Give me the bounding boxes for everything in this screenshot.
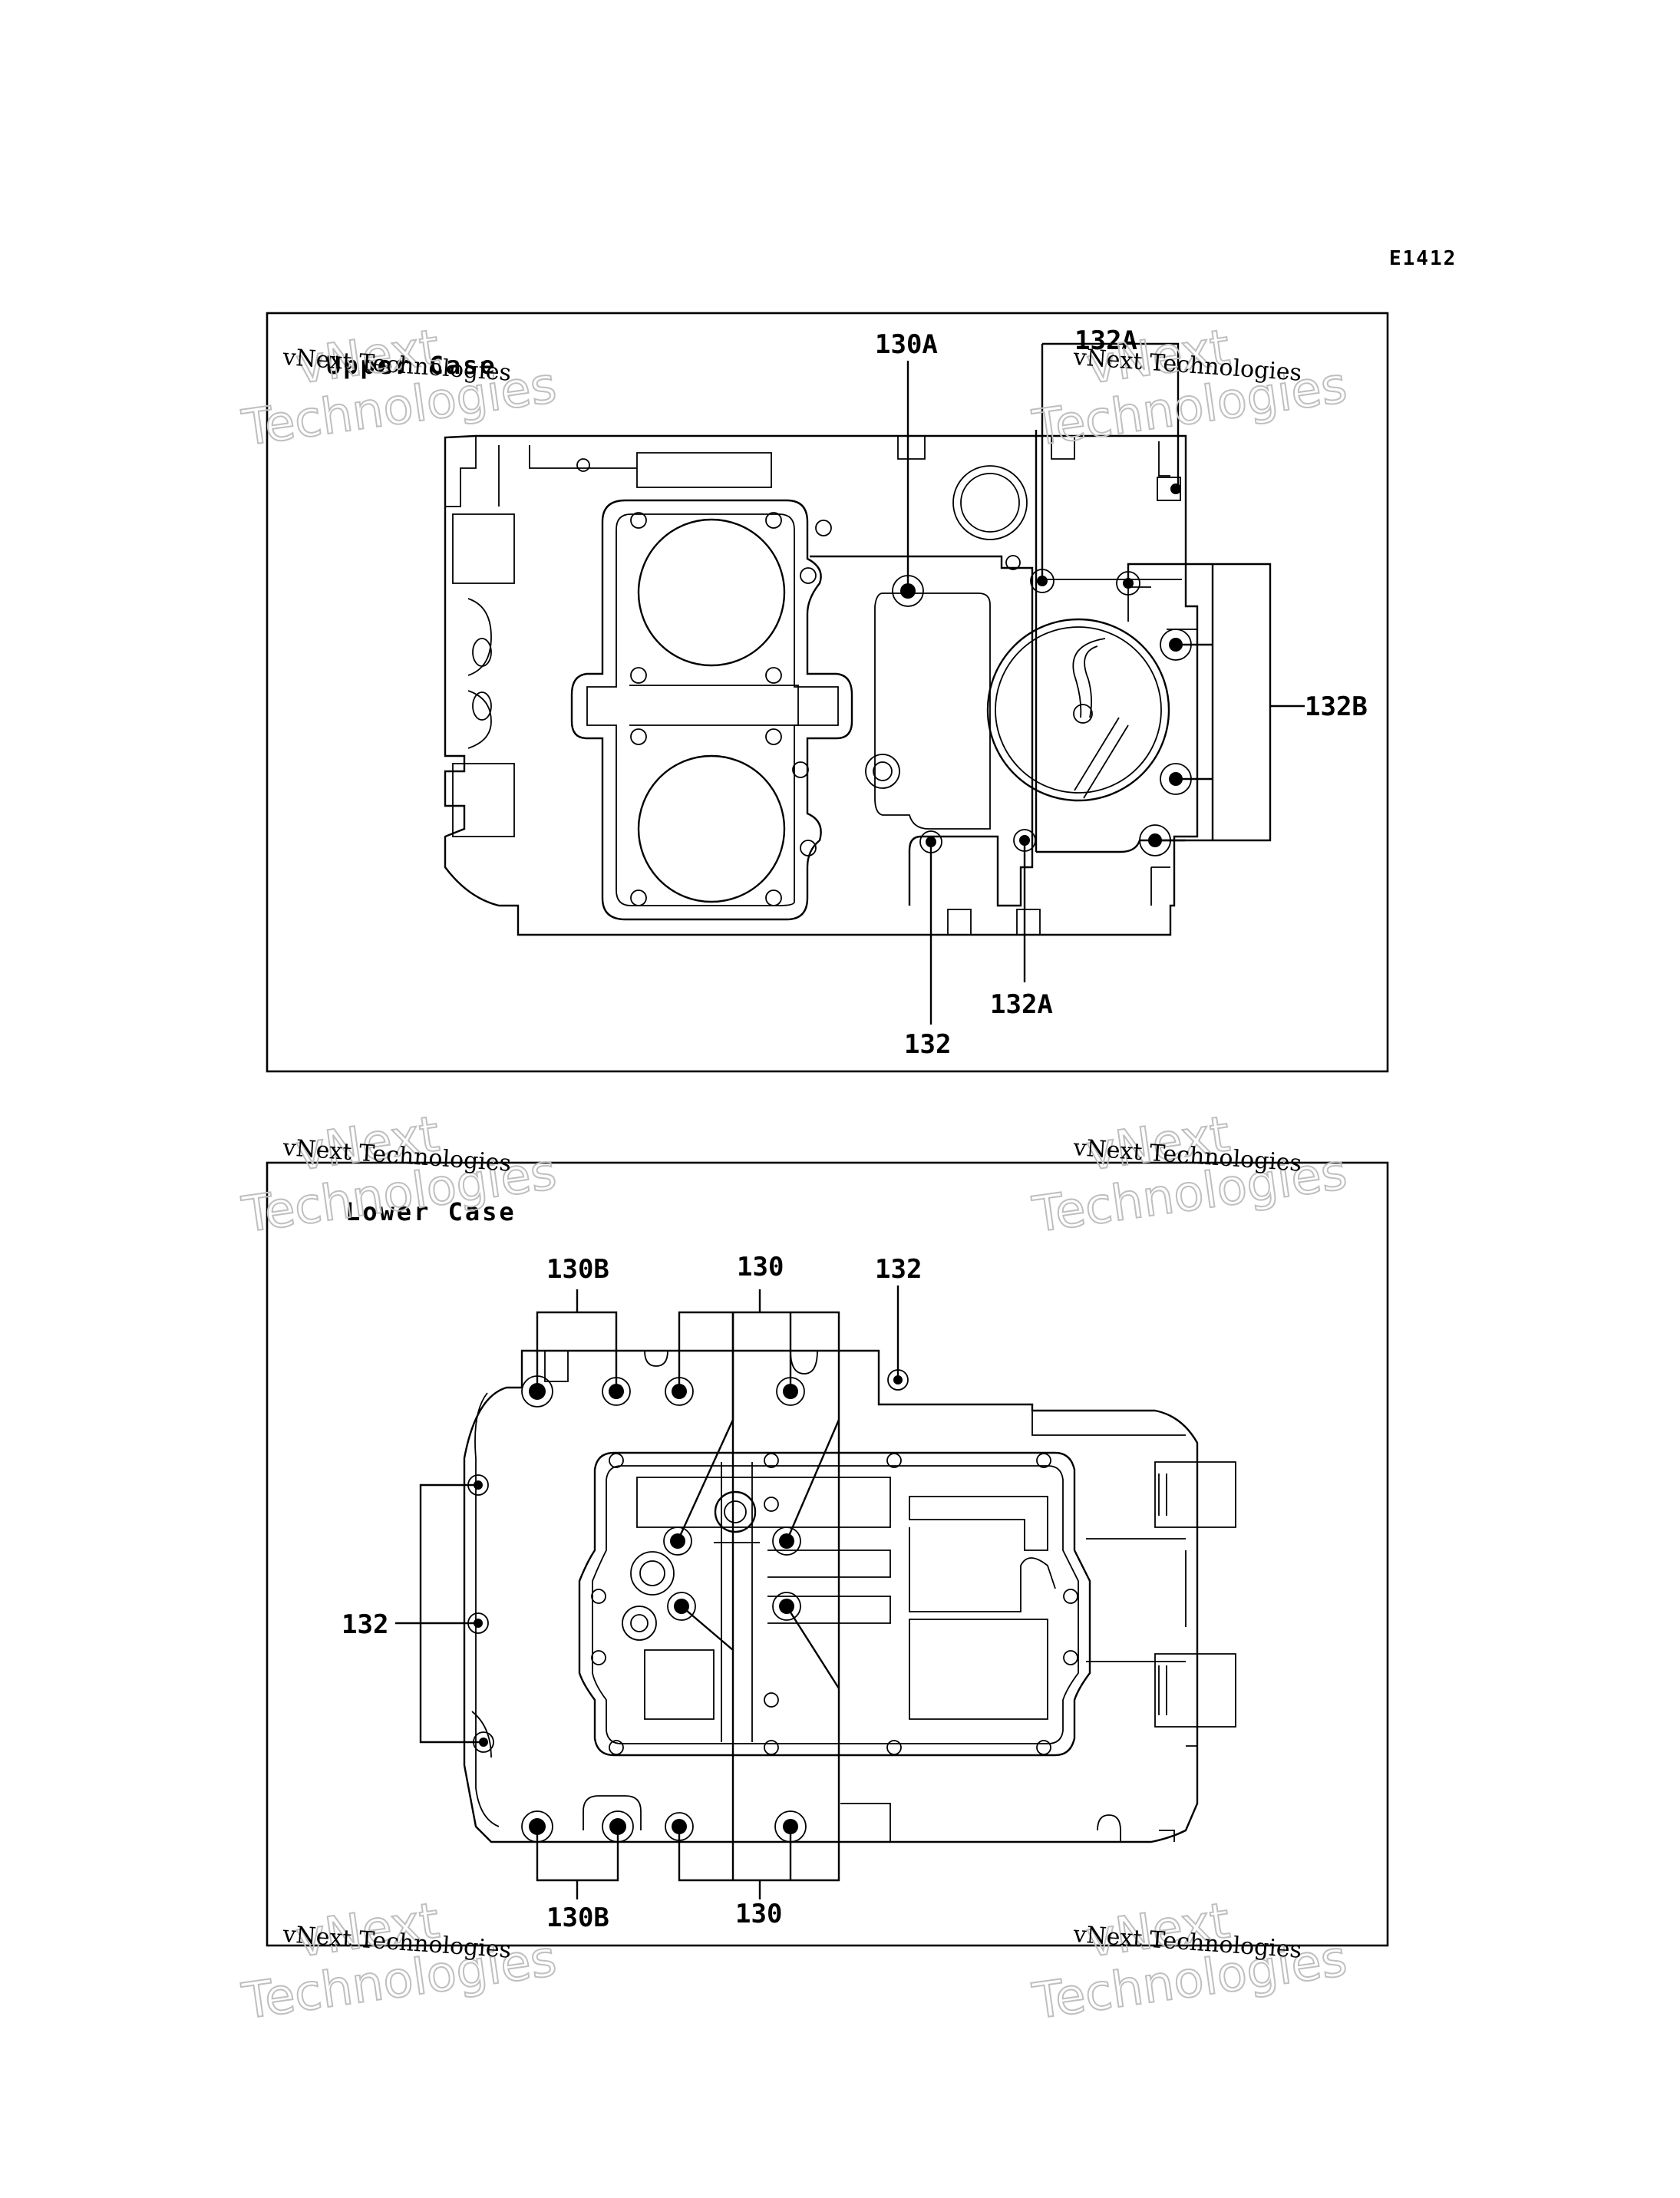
label-130B-bottom: 130B — [546, 1903, 609, 1933]
label-132B: 132B — [1305, 691, 1368, 722]
label-132-left: 132 — [342, 1609, 388, 1640]
bolt-130-inner-2 — [772, 1526, 801, 1556]
label-130B-top: 130B — [546, 1254, 609, 1285]
upper-case-frame — [266, 312, 1389, 1073]
label-132: 132 — [904, 1029, 951, 1060]
lower-case-outline — [463, 1349, 1236, 1843]
watermarks: vNext Technologies vNext Technologies vN… — [238, 318, 1351, 2031]
label-130A: 130A — [875, 329, 938, 360]
lower-oil-pan — [578, 1451, 1091, 1757]
upper-case-title: Upper Case — [326, 351, 497, 380]
lower-case-bolts — [467, 1369, 909, 1843]
cylinder-bore-2 — [637, 754, 786, 903]
upper-case-panel: Upper Case — [266, 312, 1389, 1073]
lower-case-panel: Lower Case — [266, 1161, 1389, 1947]
cylinder-bore-1 — [637, 518, 786, 667]
document-code: E1412 — [1389, 247, 1457, 270]
lower-leader-lines — [395, 1285, 899, 1899]
label-132A-bottom: 132A — [990, 989, 1053, 1020]
upper-gearbox-area — [986, 430, 1197, 853]
lower-oil-filter-boss — [714, 1490, 757, 1533]
cylinder-gasket — [570, 499, 853, 921]
upper-center-plate — [810, 555, 1034, 907]
lower-case-frame — [266, 1161, 1389, 1947]
upper-leader-lines — [906, 342, 1305, 1025]
upper-oil-cover — [986, 618, 1170, 802]
lower-case-title: Lower Case — [345, 1197, 517, 1226]
label-132-top: 132 — [875, 1254, 922, 1285]
upper-case-outline — [444, 434, 1199, 936]
label-130-top: 130 — [737, 1252, 784, 1282]
bolt-130-inner-4 — [772, 1592, 801, 1621]
label-130-bottom: 130 — [735, 1899, 782, 1929]
label-132A-top: 132A — [1074, 325, 1137, 356]
